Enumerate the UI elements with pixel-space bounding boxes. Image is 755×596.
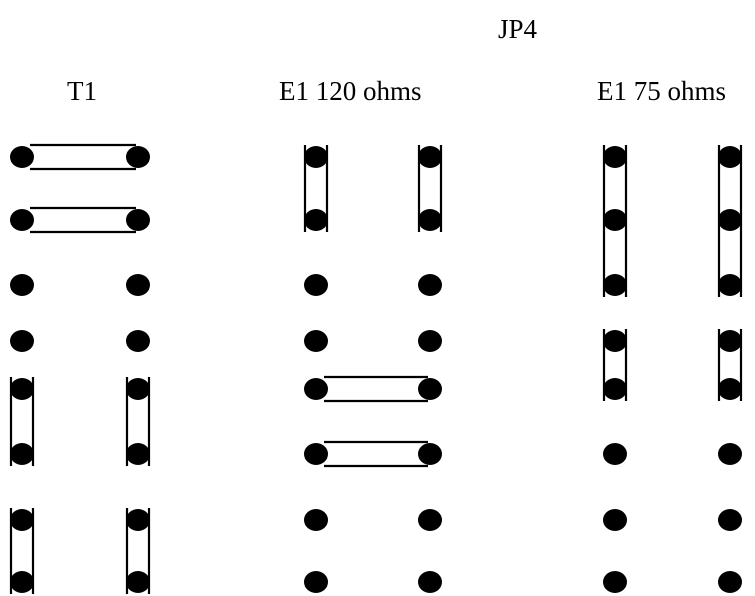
config-1-pin-row4-right bbox=[126, 330, 150, 352]
config-1-pin-row6-left bbox=[10, 443, 34, 465]
config-3-pin-row5-left bbox=[603, 378, 627, 400]
config-1-pin-row6-right bbox=[126, 443, 150, 465]
config-2-pin-row4-right bbox=[418, 330, 442, 352]
config-label-e1-120-ohms: E1 120 ohms bbox=[279, 76, 422, 106]
config-2-pin-row7-left bbox=[304, 509, 328, 531]
config-1-pin-row1-left bbox=[10, 146, 34, 168]
config-1-pin-row8-left bbox=[10, 571, 34, 593]
config-3-pin-row7-left bbox=[603, 509, 627, 531]
config-2-pin-row3-left bbox=[304, 274, 328, 296]
config-1-pin-row5-left bbox=[10, 378, 34, 400]
config-3-pin-row6-left bbox=[603, 443, 627, 465]
config-label-e1-75-ohms: E1 75 ohms bbox=[597, 76, 727, 106]
config-2-pin-row1-left bbox=[304, 146, 328, 168]
config-3-pin-row7-right bbox=[718, 509, 742, 531]
config-2-pin-row2-left bbox=[304, 209, 328, 231]
config-3-pin-row8-left bbox=[603, 571, 627, 593]
config-1-pin-row3-right bbox=[126, 274, 150, 296]
config-2-pin-row3-right bbox=[418, 274, 442, 296]
config-2-pin-row5-left bbox=[304, 378, 328, 400]
config-2-pin-row8-left bbox=[304, 571, 328, 593]
config-3-pin-row3-right bbox=[718, 274, 742, 296]
config-3-pin-row2-left bbox=[603, 209, 627, 231]
config-3-pin-row2-right bbox=[718, 209, 742, 231]
config-2-pin-row7-right bbox=[418, 509, 442, 531]
config-1-pin-row3-left bbox=[10, 274, 34, 296]
config-3-pin-row5-right bbox=[718, 378, 742, 400]
config-1-pin-row1-right bbox=[126, 146, 150, 168]
config-2-pin-row8-right bbox=[418, 571, 442, 593]
config-2-pin-row1-right bbox=[418, 146, 442, 168]
config-1-pin-row7-left bbox=[10, 509, 34, 531]
config-3-pin-row8-right bbox=[718, 571, 742, 593]
config-1-pin-row7-right bbox=[126, 509, 150, 531]
config-3-pin-row1-left bbox=[603, 146, 627, 168]
config-1-pin-row8-right bbox=[126, 571, 150, 593]
config-3-pin-row6-right bbox=[718, 443, 742, 465]
config-label-t1: T1 bbox=[67, 76, 97, 106]
config-2-pin-row6-right bbox=[418, 443, 442, 465]
config-1-pin-row5-right bbox=[126, 378, 150, 400]
config-3-pin-row4-right bbox=[718, 330, 742, 352]
config-2-pin-row6-left bbox=[304, 443, 328, 465]
config-3-pin-row3-left bbox=[603, 274, 627, 296]
config-3-pin-row4-left bbox=[603, 330, 627, 352]
config-2-pin-row4-left bbox=[304, 330, 328, 352]
config-2-pin-row5-right bbox=[418, 378, 442, 400]
config-2-pin-row2-right bbox=[418, 209, 442, 231]
config-1-pin-row2-left bbox=[10, 209, 34, 231]
config-3-pin-row1-right bbox=[718, 146, 742, 168]
config-1-pin-row2-right bbox=[126, 209, 150, 231]
header-title: JP4 bbox=[498, 14, 538, 44]
config-1-pin-row4-left bbox=[10, 330, 34, 352]
